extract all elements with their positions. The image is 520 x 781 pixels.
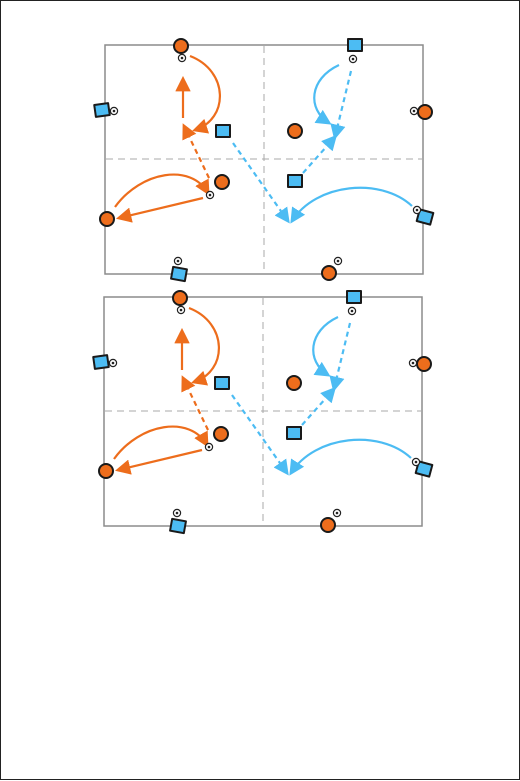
- blue-pass-arrow: [302, 134, 338, 174]
- soccer-ball-icon: [411, 457, 421, 467]
- orange-run-arrow: [115, 448, 203, 475]
- blue-player-icon: [92, 354, 110, 370]
- blue-run-arrow: [312, 316, 339, 377]
- blue-player-icon: [169, 517, 187, 535]
- blue-run-arrow: [290, 186, 413, 224]
- blue-player-icon: [170, 265, 188, 283]
- soccer-ball-icon: [333, 256, 343, 266]
- soccer-ball-icon: [408, 358, 418, 368]
- blue-run-arrow: [313, 64, 340, 125]
- orange-run-arrow: [116, 196, 204, 223]
- soccer-ball-icon: [205, 190, 215, 200]
- orange-player-icon: [320, 517, 336, 533]
- soccer-ball-icon: [348, 54, 358, 64]
- blue-player-icon: [287, 174, 303, 188]
- orange-player-icon: [321, 265, 337, 281]
- blue-run-arrow: [289, 438, 412, 476]
- orange-player-icon: [287, 123, 303, 139]
- orange-player-icon: [99, 211, 115, 227]
- blue-pass-arrow: [329, 322, 352, 392]
- orange-run-arrow: [114, 173, 210, 208]
- pitch-boundary: [104, 44, 424, 275]
- orange-player-icon: [213, 426, 229, 442]
- soccer-ball-icon: [409, 106, 419, 116]
- soccer-ball-icon: [204, 442, 214, 452]
- blue-player-icon: [414, 460, 434, 478]
- blue-player-icon: [286, 426, 302, 440]
- drill-diagram-2: [92, 290, 434, 535]
- arrow-layer: [114, 54, 413, 224]
- blue-player-icon: [347, 38, 363, 52]
- blue-pass-arrow: [301, 386, 337, 426]
- orange-player-icon: [416, 356, 432, 372]
- player-layer: [93, 38, 435, 283]
- arrow-layer: [113, 306, 412, 476]
- blue-pass-arrow: [330, 70, 353, 140]
- blue-pass-arrow: [232, 142, 290, 224]
- orange-player-icon: [98, 463, 114, 479]
- blue-player-icon: [215, 124, 231, 138]
- orange-player-icon: [417, 104, 433, 120]
- soccer-ball-icon: [412, 205, 422, 215]
- orange-player-icon: [172, 290, 188, 306]
- player-layer: [92, 290, 434, 535]
- blue-player-icon: [346, 290, 362, 304]
- soccer-ball-icon: [109, 106, 119, 116]
- orange-run-arrow: [188, 306, 220, 386]
- orange-run-arrow: [189, 54, 221, 134]
- orange-run-arrow: [113, 425, 209, 460]
- orange-player-icon: [173, 38, 189, 54]
- soccer-ball-icon: [332, 508, 342, 518]
- blue-player-icon: [93, 102, 111, 118]
- soccer-ball-icon: [347, 306, 357, 316]
- soccer-ball-icon: [172, 508, 182, 518]
- orange-player-icon: [214, 174, 230, 190]
- soccer-ball-icon: [177, 53, 187, 63]
- soccer-ball-icon: [108, 358, 118, 368]
- blue-pass-arrow: [231, 394, 289, 476]
- soccer-ball-icon: [176, 305, 186, 315]
- blue-player-icon: [415, 208, 435, 226]
- orange-player-icon: [286, 375, 302, 391]
- orange-pass-arrow: [181, 375, 209, 431]
- soccer-ball-icon: [173, 256, 183, 266]
- orange-pass-arrow: [182, 123, 210, 179]
- blue-player-icon: [214, 376, 230, 390]
- drill-diagram-1: [93, 38, 435, 283]
- pitch-boundary: [103, 296, 423, 527]
